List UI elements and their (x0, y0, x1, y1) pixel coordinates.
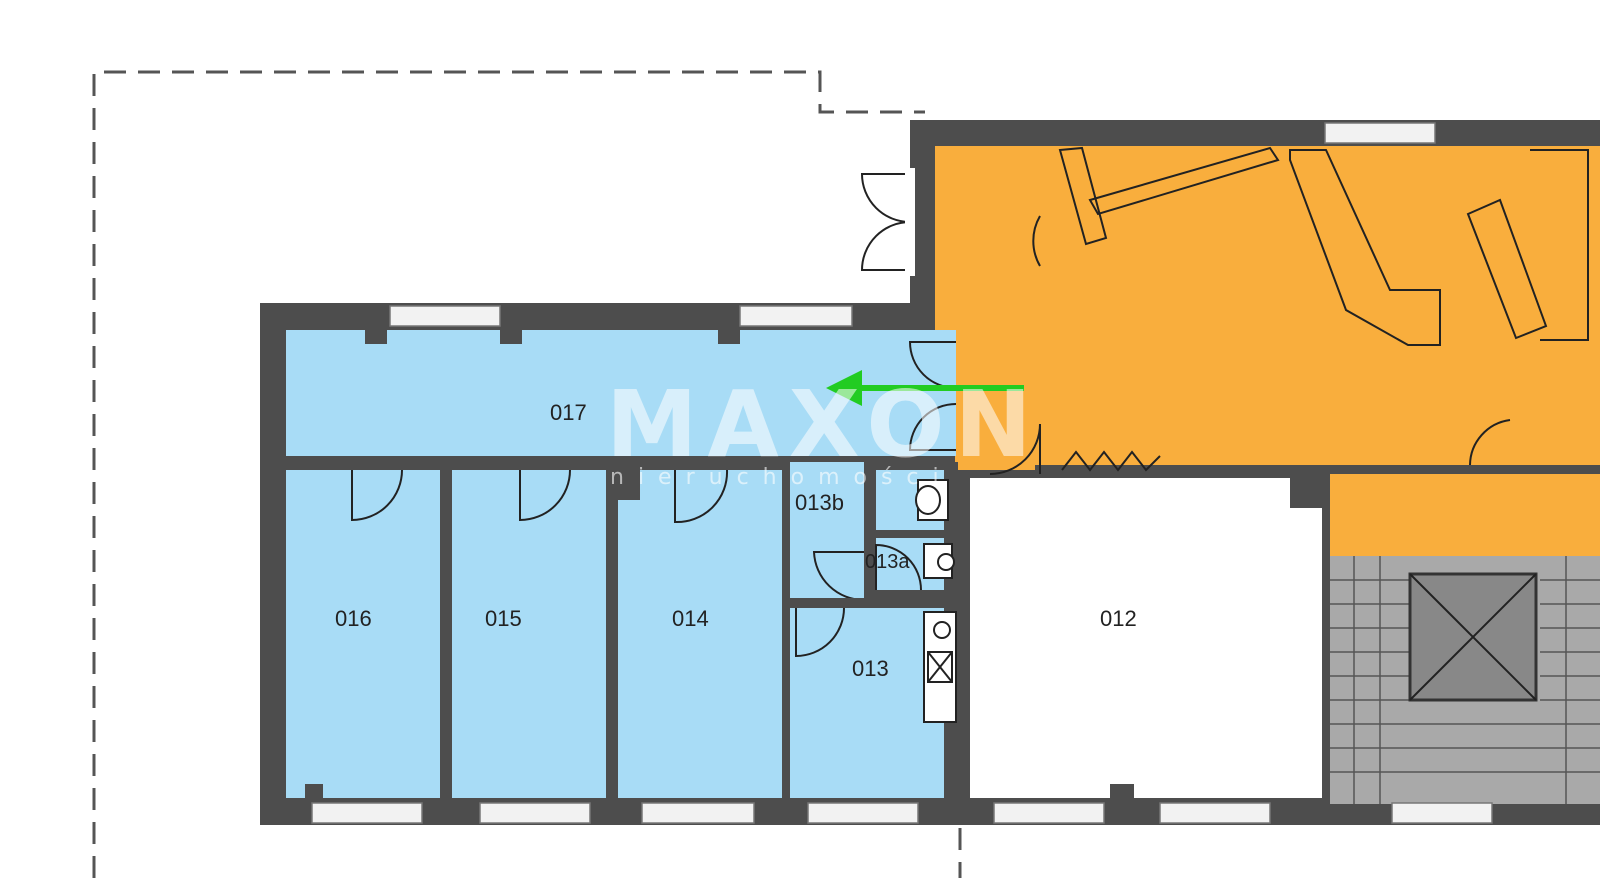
room-013b-fill (790, 462, 864, 600)
windows (311, 122, 1493, 824)
watermark-subtitle: nieruchomości (610, 465, 953, 490)
site-boundary (92, 70, 925, 878)
pilasters (305, 330, 1322, 798)
room-label-012: 012 (1100, 606, 1137, 631)
stair-steps (1330, 556, 1600, 804)
room-label-017: 017 (550, 400, 587, 425)
room-015-fill (452, 470, 606, 798)
room-016-fill (286, 470, 440, 798)
common-corridor (935, 146, 1600, 470)
left-arrow-icon (826, 370, 1024, 406)
common-corridor-lower (1330, 474, 1600, 556)
elevator-shaft-icon (1408, 572, 1538, 702)
room-label-013a: 013a (865, 551, 910, 573)
room-012-fill (970, 478, 1322, 798)
lobby-fixtures (1058, 146, 1589, 346)
entrance-doors (860, 168, 915, 276)
toilet-icon (915, 479, 949, 521)
room-label-013b: 013b (795, 490, 844, 515)
room-label-014: 014 (672, 606, 709, 631)
kitchenette (923, 611, 957, 723)
lobby-steps (1061, 450, 1161, 472)
sink-icon (923, 543, 955, 579)
room-014-fill (618, 470, 782, 798)
room-label-015: 015 (485, 606, 522, 631)
room-label-013: 013 (852, 656, 889, 681)
watermark-title: MAXON (606, 371, 1042, 478)
room-label-016: 016 (335, 606, 372, 631)
